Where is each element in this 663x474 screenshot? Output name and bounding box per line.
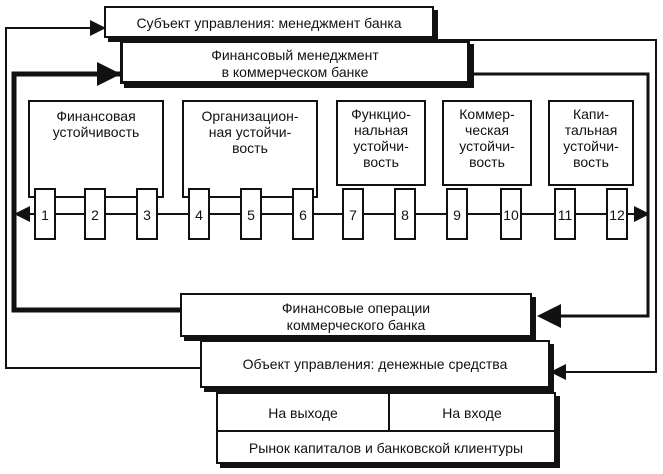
subject-label: Субъект управления: менеджмент банка <box>136 15 402 31</box>
object-label: Объект управления: денежные средства <box>242 356 508 372</box>
fin-operations-label: Финансовые операции коммерческого банка <box>281 300 431 333</box>
number-box-1: 1 <box>34 188 56 240</box>
input-label: На входе <box>442 405 502 421</box>
number-box-8: 8 <box>394 188 416 240</box>
number-box-12: 12 <box>606 188 628 240</box>
category-func-stability: Функцио- нальная устойчи- вость <box>336 100 426 186</box>
category-label: Функцио- нальная устойчи- вость <box>351 106 411 170</box>
number-box-2: 2 <box>84 188 106 240</box>
subject-box: Субъект управления: менеджмент банка <box>104 6 434 38</box>
number-box-11: 11 <box>554 188 576 240</box>
category-label: Капи- тальная устойчи- вость <box>563 106 619 170</box>
category-org-stability: Организацион- ная устойчи- вость <box>182 100 318 198</box>
number-box-4: 4 <box>188 188 210 240</box>
output-label: На выходе <box>268 405 338 421</box>
market-box: На выходе На входе Рынок капиталов и бан… <box>216 392 556 464</box>
category-label: Организацион- ная устойчи- вость <box>201 108 299 156</box>
market-label: Рынок капиталов и банковской клиентуры <box>248 440 524 456</box>
number-box-10: 10 <box>500 188 522 240</box>
number-box-9: 9 <box>446 188 468 240</box>
output-cell: На выходе <box>218 394 390 432</box>
category-label: Финансовая устойчивость <box>52 108 140 140</box>
input-cell: На входе <box>390 394 554 432</box>
category-comm-stability: Коммер- ческая устойчи- вость <box>442 100 532 186</box>
number-box-3: 3 <box>136 188 158 240</box>
outer-left-loop <box>5 20 200 369</box>
number-box-5: 5 <box>240 188 262 240</box>
fin-operations-box: Финансовые операции коммерческого банка <box>180 293 532 337</box>
category-label: Коммер- ческая устойчи- вость <box>459 106 515 170</box>
category-cap-stability: Капи- тальная устойчи- вость <box>548 100 634 186</box>
fin-management-label: Финансовый менеджмент в коммерческом бан… <box>211 47 379 80</box>
object-box: Объект управления: денежные средства <box>200 340 550 388</box>
number-box-6: 6 <box>292 188 314 240</box>
outer-right-loop <box>438 39 657 380</box>
inner-right-loop <box>472 72 650 328</box>
number-box-7: 7 <box>342 188 364 240</box>
category-fin-stability: Финансовая устойчивость <box>28 100 164 198</box>
fin-management-box: Финансовый менеджмент в коммерческом бан… <box>120 40 470 84</box>
